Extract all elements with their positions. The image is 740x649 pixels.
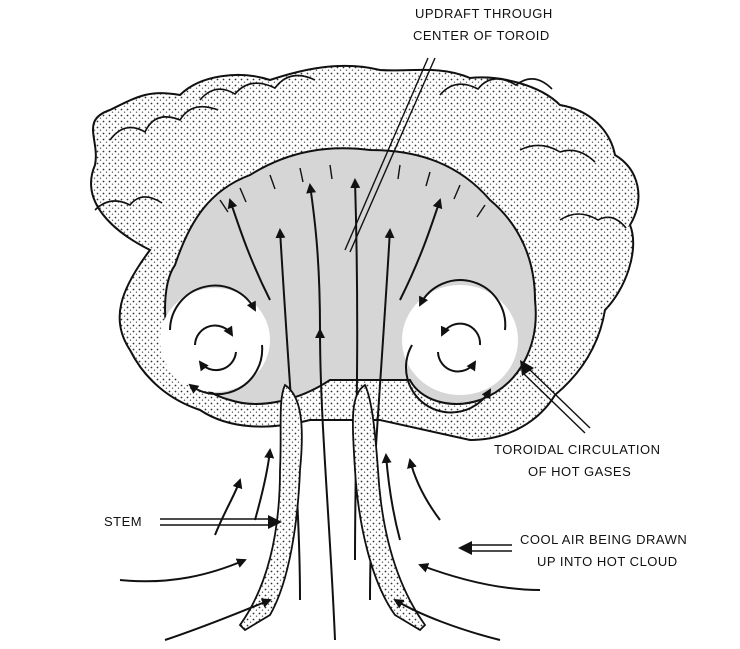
label-updraft-line1: UPDRAFT THROUGH [415, 4, 553, 24]
label-toroidal-line2: OF HOT GASES [528, 462, 631, 482]
label-toroidal-line1: TOROIDAL CIRCULATION [494, 440, 661, 460]
label-cool-air-line2: UP INTO HOT CLOUD [537, 552, 678, 572]
label-updraft-line2: CENTER OF TOROID [413, 26, 550, 46]
label-cool-air-line1: COOL AIR BEING DRAWN [520, 530, 687, 550]
label-stem: STEM [104, 512, 142, 532]
leader-cool-air [458, 541, 512, 555]
